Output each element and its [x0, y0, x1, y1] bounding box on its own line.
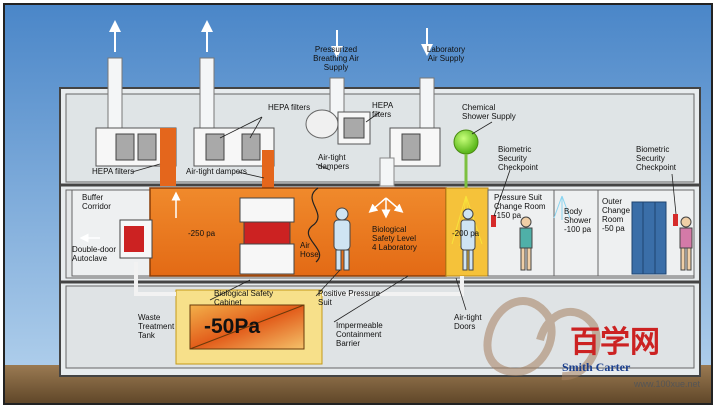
air-hose	[307, 187, 321, 263]
biological-safety-cabinet	[239, 197, 295, 275]
person-in-chemical-shower	[460, 208, 476, 271]
label-negative-50pa: -50Pa	[204, 315, 260, 338]
body-shower-spray	[553, 195, 571, 220]
label-air-tight-dampers-1: Air-tight dampers	[186, 167, 247, 176]
watermark-brand: Smith Carter	[562, 360, 631, 374]
label-pa-250: -250 pa	[188, 229, 216, 238]
person-at-checkpoint	[679, 216, 693, 271]
negative-pressure-cabinet	[175, 289, 323, 365]
label-hepa-top: HEPA filters	[268, 103, 310, 112]
bsl4-laboratory	[149, 187, 447, 277]
double-door-autoclave	[119, 219, 153, 259]
person-changing	[519, 216, 533, 271]
hepa-unit-center	[193, 127, 275, 190]
supply-duct-breathing-air	[329, 30, 345, 119]
watermark-url: www.100xue.net	[633, 379, 701, 389]
leader-lines	[131, 111, 677, 323]
chemical-shower-tank	[453, 129, 479, 192]
watermark-chinese: 百学网	[570, 325, 660, 360]
hepa-unit-breathing-air	[305, 109, 371, 145]
watermark-logo	[483, 297, 601, 381]
airflow-arrows	[79, 191, 404, 243]
hepa-unit-left	[95, 127, 177, 186]
biometric-panel-2	[673, 214, 678, 226]
lab-worker-in-suit	[333, 207, 351, 271]
lockers	[631, 201, 667, 275]
label-pa-200: -200 pa	[452, 229, 480, 238]
biometric-panel-1	[491, 215, 496, 227]
label-hepa-left: HEPA filters	[92, 167, 134, 176]
hepa-unit-lab-air	[375, 127, 441, 197]
waste-pipes	[134, 262, 464, 296]
body-shower-room	[553, 189, 599, 277]
